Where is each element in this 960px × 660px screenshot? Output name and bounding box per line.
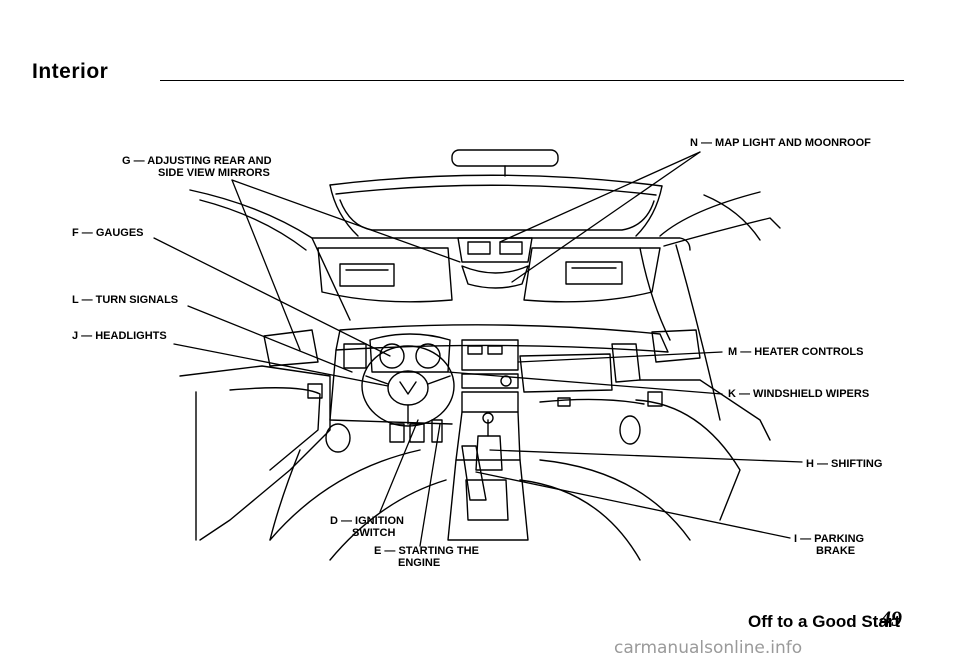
callout-l: L — TURN SIGNALS — [72, 294, 179, 306]
leader-g-side — [231, 179, 301, 351]
leader-lines — [153, 151, 803, 547]
side-mirrors — [263, 329, 701, 367]
callout-j: J — HEADLIGHTS — [72, 330, 167, 342]
page-title: Interior — [32, 60, 109, 83]
leader-e — [419, 423, 441, 547]
callout-i-line1: I — PARKING — [794, 533, 865, 545]
leader-i — [475, 471, 791, 539]
callout-i-line2: BRAKE — [816, 545, 856, 557]
center-stack — [455, 339, 521, 461]
callout-g-line2: SIDE VIEW MIRRORS — [158, 167, 270, 179]
leader-n2 — [511, 151, 701, 283]
callout-e-line1: E — STARTING THE — [374, 545, 479, 557]
leader-l — [187, 305, 353, 373]
callout-m: M — HEATER CONTROLS — [728, 346, 864, 358]
callout-g: G — ADJUSTING REAR AND SIDE VIEW MIRRORS — [122, 155, 272, 179]
leader-k — [447, 371, 723, 395]
seats — [269, 449, 691, 561]
callout-f: F — GAUGES — [72, 227, 144, 239]
passenger-door — [619, 379, 771, 521]
callout-e-line2: ENGINE — [398, 557, 441, 569]
parking-brake — [461, 445, 487, 501]
callout-i: I — PARKING BRAKE — [794, 533, 864, 557]
title-rule — [160, 80, 904, 81]
callout-g-line1: G — ADJUSTING REAR AND — [122, 155, 272, 167]
callout-k: K — WINDSHIELD WIPERS — [728, 388, 870, 400]
leader-n1 — [499, 151, 701, 243]
shift-console — [447, 412, 529, 541]
leader-j — [173, 343, 389, 387]
windshield — [329, 174, 663, 237]
watermark: carmanualsonline.info — [614, 638, 803, 658]
callout-e: E — STARTING THE ENGINE — [374, 545, 479, 569]
leader-d — [379, 419, 419, 513]
footer-section-title: Off to a Good Start — [748, 612, 901, 631]
callout-d-line1: D — IGNITION — [330, 515, 404, 527]
callout-d: D — IGNITION SWITCH — [330, 515, 404, 539]
leader-m — [517, 351, 723, 363]
steering-wheel — [361, 345, 455, 427]
callout-n: N — MAP LIGHT AND MOONROOF — [690, 137, 871, 149]
page-number: 49 — [880, 606, 902, 631]
sun-visors — [317, 247, 661, 303]
leader-h — [489, 449, 803, 463]
driver-door — [179, 365, 351, 541]
gauges — [343, 333, 451, 373]
map-light-console — [457, 237, 533, 289]
roof-pillars — [189, 189, 781, 421]
callout-d-line2: SWITCH — [352, 527, 396, 539]
rear-view-mirror — [451, 149, 559, 177]
callout-h: H — SHIFTING — [806, 458, 883, 470]
leader-f — [153, 237, 391, 357]
leader-g-mirror — [231, 179, 461, 263]
